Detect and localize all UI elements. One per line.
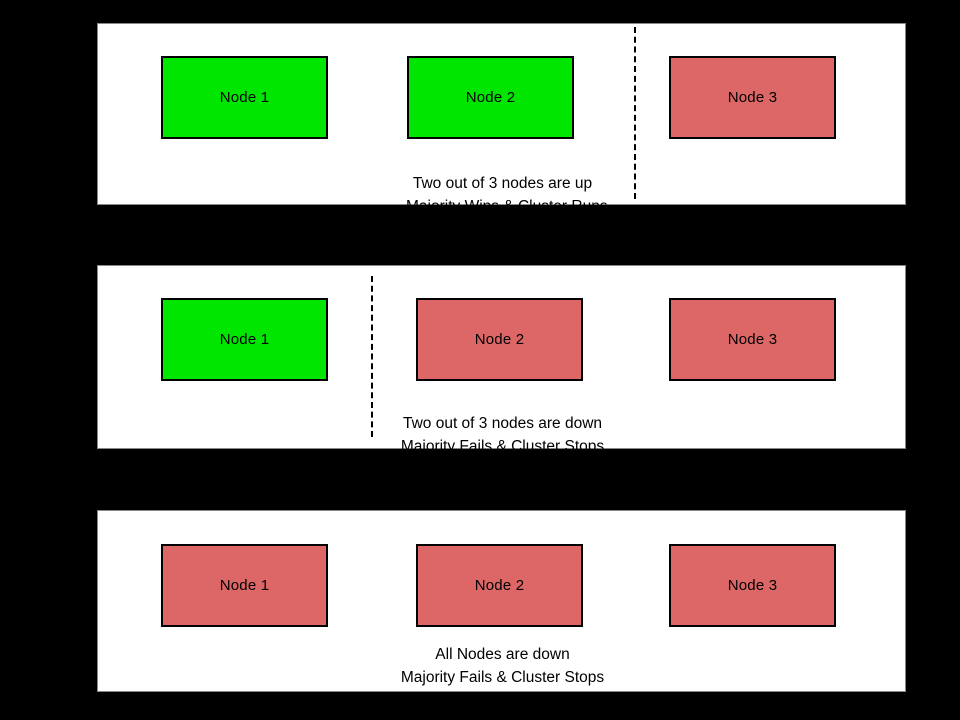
- node-box-2[interactable]: Node 2: [416, 298, 583, 381]
- caption-line-2: , Majority Wins & Cluster Runs: [397, 198, 608, 215]
- node-label: Node 1: [219, 331, 270, 348]
- caption-line-2: Majority Fails & Cluster Stops: [400, 438, 605, 455]
- node-box-1[interactable]: Node 1: [161, 298, 328, 381]
- quorum-divider-line: [371, 276, 373, 437]
- quorum-divider-line: [634, 27, 636, 199]
- node-box-2[interactable]: Node 2: [407, 56, 574, 139]
- caption-line-1: All Nodes are down: [435, 646, 570, 663]
- node-label: Node 2: [465, 89, 516, 106]
- panel-all-down: Node 1 Node 2 Node 3 All Nodes are down …: [97, 510, 906, 692]
- node-label: Node 1: [219, 89, 270, 106]
- node-box-1[interactable]: Node 1: [161, 56, 328, 139]
- node-label: Node 2: [474, 577, 525, 594]
- node-box-3[interactable]: Node 3: [669, 56, 836, 139]
- caption-line-1: Two out of 3 nodes are down: [402, 415, 603, 432]
- panel-caption: Two out of 3 nodes are up , Majority Win…: [98, 172, 907, 218]
- node-label: Node 3: [727, 577, 778, 594]
- panel-two-down: Node 1 Node 2 Node 3 Two out of 3 nodes …: [97, 265, 906, 455]
- caption-line-2: Majority Fails & Cluster Stops: [400, 669, 605, 686]
- node-box-3[interactable]: Node 3: [669, 544, 836, 627]
- node-label: Node 3: [727, 89, 778, 106]
- panel-two-up: Node 1 Node 2 Node 3 Two out of 3 nodes …: [97, 23, 906, 215]
- panel-caption: All Nodes are down Majority Fails & Clus…: [98, 643, 907, 689]
- node-label: Node 2: [474, 331, 525, 348]
- node-box-1[interactable]: Node 1: [161, 544, 328, 627]
- node-label: Node 1: [219, 577, 270, 594]
- node-box-2[interactable]: Node 2: [416, 544, 583, 627]
- caption-line-1: Two out of 3 nodes are up: [412, 175, 593, 192]
- node-label: Node 3: [727, 331, 778, 348]
- panel-caption: Two out of 3 nodes are down Majority Fai…: [98, 412, 907, 458]
- node-box-3[interactable]: Node 3: [669, 298, 836, 381]
